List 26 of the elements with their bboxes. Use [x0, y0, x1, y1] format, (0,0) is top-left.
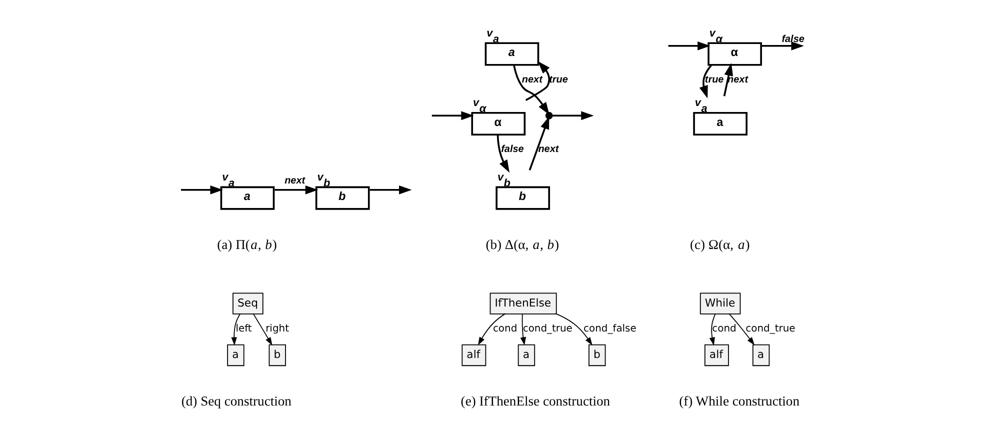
node-text: a — [243, 190, 250, 204]
edge-label: true — [704, 74, 724, 86]
edge-label: next — [521, 74, 542, 86]
edge-label: false — [781, 34, 804, 46]
edge-label: true — [548, 74, 568, 86]
label: (a) Π(a, b) — [216, 236, 276, 252]
node-text: b — [518, 190, 526, 204]
node-text: a — [508, 46, 514, 60]
node-text: α — [730, 46, 738, 60]
edge-label: cond_false — [583, 323, 636, 334]
edge-label: left — [235, 323, 252, 334]
label: (e) IfThenElse construction — [460, 393, 610, 408]
edge-label: next — [538, 144, 558, 156]
edge-label: next — [284, 175, 305, 186]
edge-label: false — [500, 144, 524, 156]
label: (f) While construction — [678, 393, 800, 408]
node-text: b — [338, 190, 346, 204]
label: (d) Seq construction — [180, 393, 291, 408]
label: (c) Ω(α, a) — [689, 236, 750, 252]
edge-label: cond_true — [745, 323, 795, 334]
edge-label: next — [727, 74, 748, 86]
edge-label: cond — [712, 323, 736, 334]
label: (b) Δ(α, a, b) — [485, 236, 559, 252]
edge-label: right — [265, 323, 288, 334]
edge-label: cond_true — [522, 323, 572, 334]
edge-label: cond — [492, 323, 517, 334]
